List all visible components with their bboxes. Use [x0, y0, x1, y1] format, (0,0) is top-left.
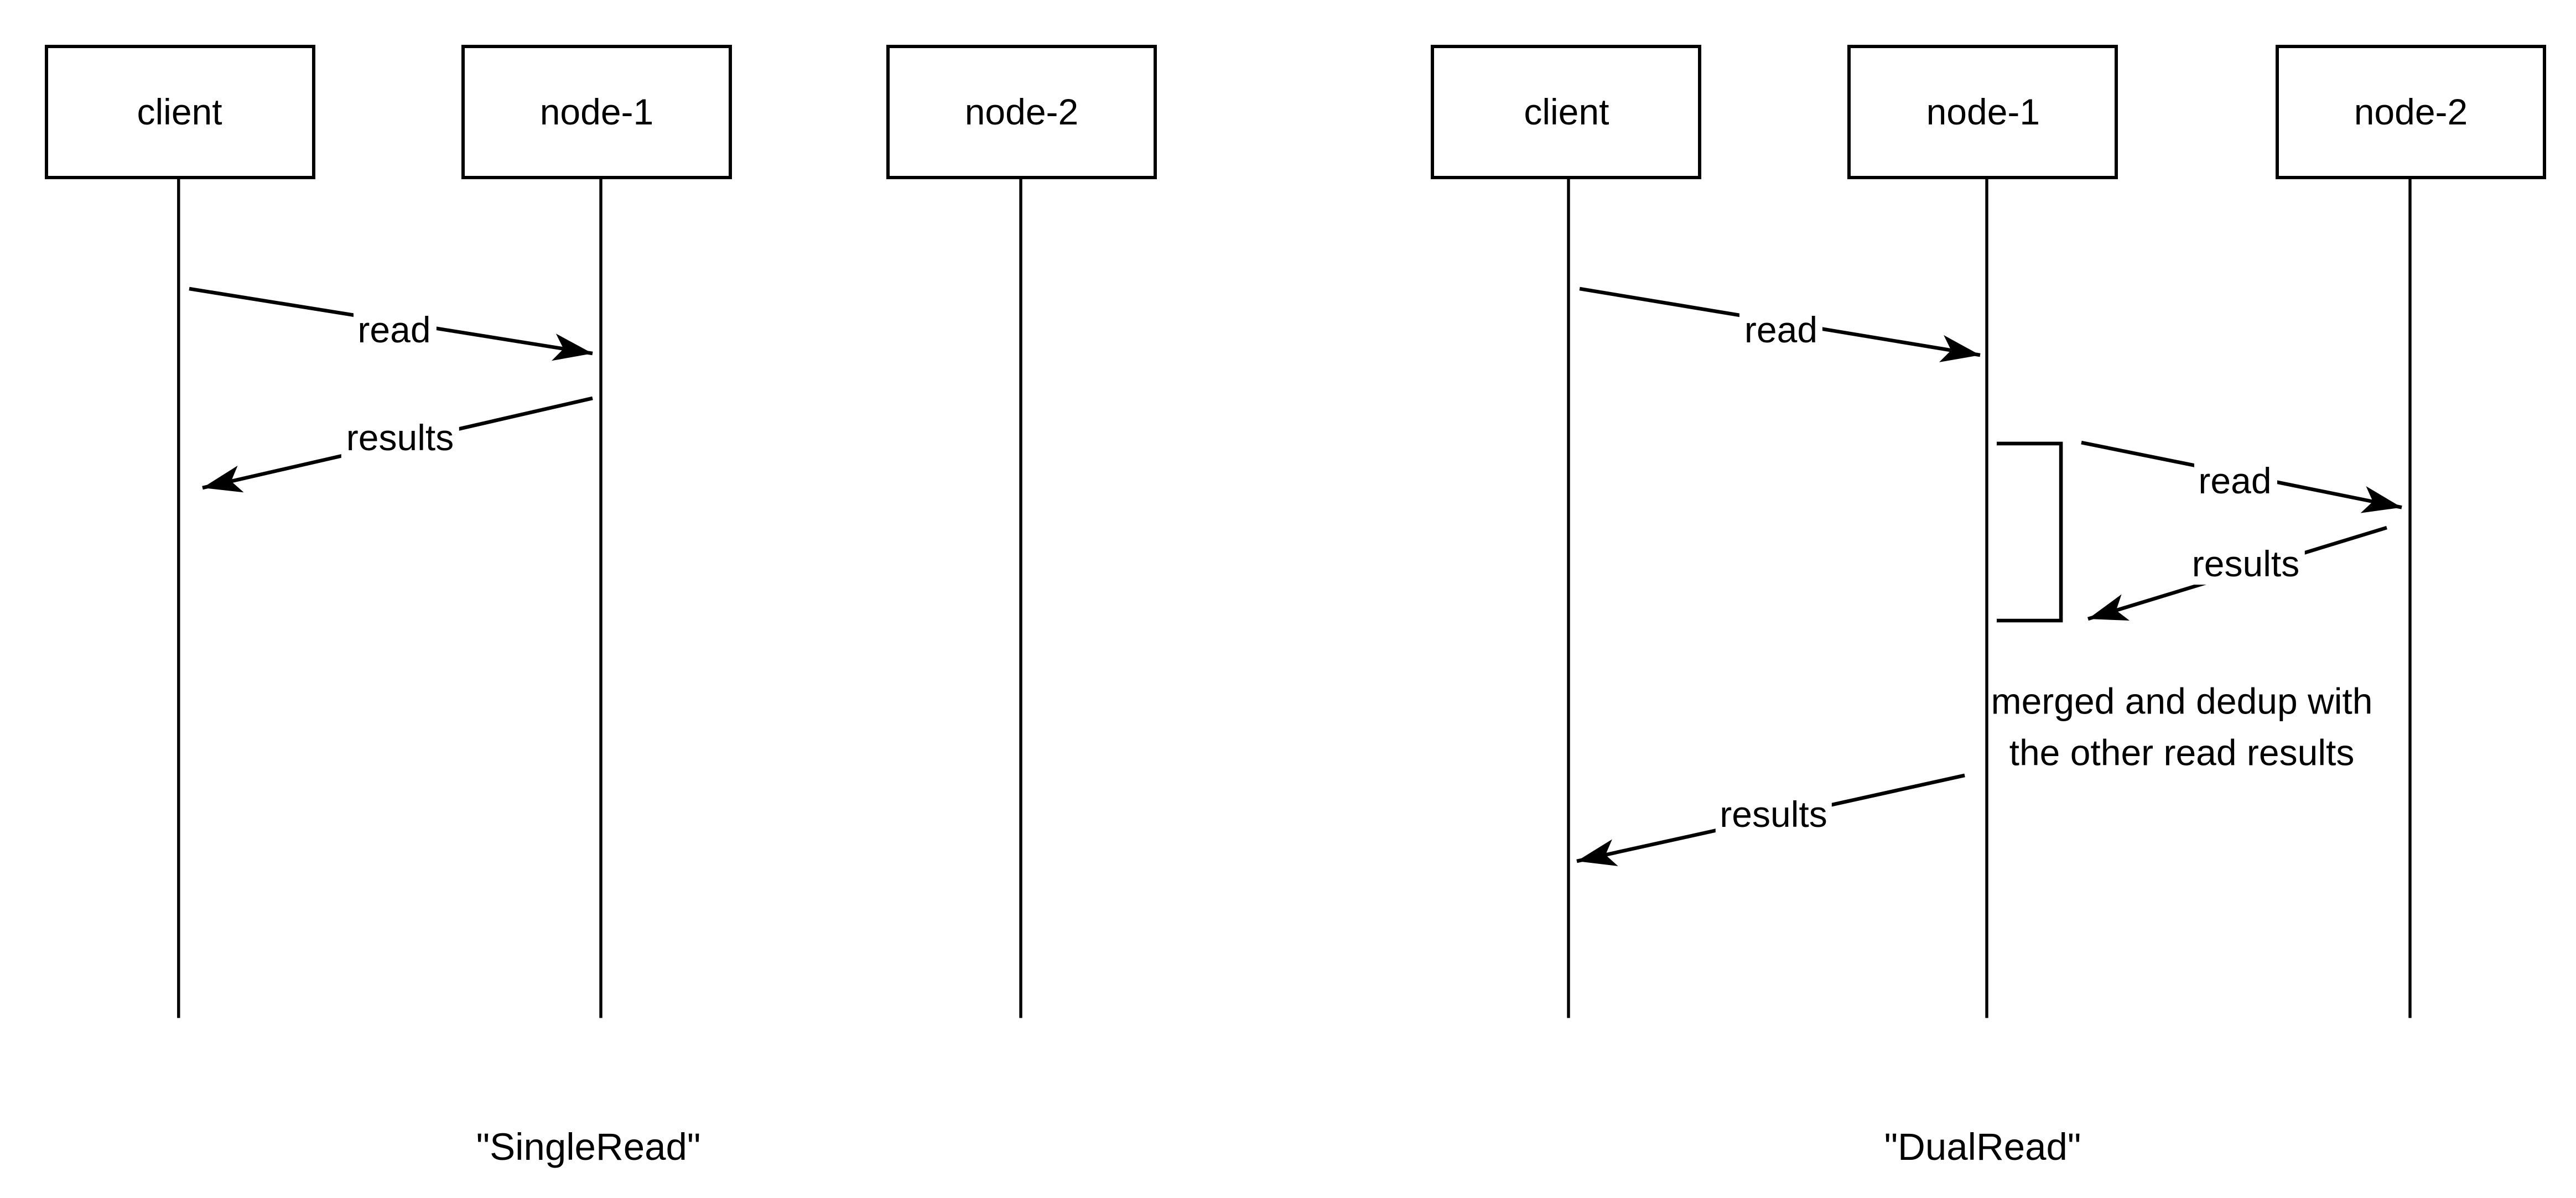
- actor-box-dual-node-1: node-1: [1847, 45, 2118, 179]
- diagram-caption-dualread: "DualRead": [1884, 1125, 2081, 1168]
- actor-box-single-node-2: node-2: [886, 45, 1157, 179]
- actor-label: node-2: [2354, 90, 2468, 132]
- message-label-dual-results-2: results: [1715, 793, 1832, 835]
- actor-label: node-1: [1926, 90, 2040, 132]
- message-label-single-results: results: [341, 416, 459, 459]
- actor-label: client: [1524, 90, 1609, 132]
- actor-label: node-1: [539, 90, 654, 132]
- diagram-caption-singleread: "SingleRead": [476, 1125, 701, 1168]
- message-label-dual-results-1: results: [2187, 543, 2305, 585]
- actor-box-dual-client: client: [1431, 45, 1702, 179]
- note-merged-dedup: merged and dedup with the other read res…: [1991, 677, 2373, 780]
- actor-label: node-2: [964, 90, 1079, 132]
- message-label-single-read: read: [352, 309, 436, 351]
- message-label-dual-read-1: read: [1739, 309, 1823, 352]
- actor-label: client: [137, 90, 222, 132]
- actor-box-dual-node-2: node-2: [2276, 45, 2546, 179]
- actor-box-single-client: client: [44, 45, 315, 179]
- actor-box-single-node-1: node-1: [461, 45, 732, 179]
- message-label-dual-read-2: read: [2193, 460, 2277, 502]
- activation-bracket-node-1: [1997, 441, 2063, 623]
